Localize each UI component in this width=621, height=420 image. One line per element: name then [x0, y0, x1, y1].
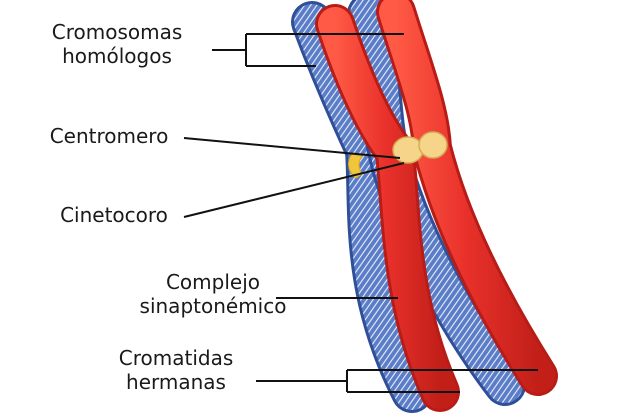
- label-line: Cromatidas: [118, 346, 234, 370]
- leader-lines: [183, 33, 538, 393]
- label-line: homólogos: [62, 44, 172, 68]
- label-line: hermanas: [126, 370, 226, 394]
- centromere: [392, 131, 448, 164]
- label-cromatidas-hermanas: Cromatidas hermanas: [96, 346, 256, 394]
- label-line: sinaptonémico: [139, 294, 287, 318]
- label-centromero: Centromero: [49, 124, 169, 148]
- label-cinetocoro: Cinetocoro: [60, 203, 168, 227]
- label-cromosomas-homologos: Cromosomas homólogos: [22, 20, 212, 68]
- label-complejo-sinaptonemico: Complejo sinaptonémico: [128, 270, 298, 318]
- label-line: Cromosomas: [51, 20, 183, 44]
- label-line: Complejo: [165, 270, 261, 294]
